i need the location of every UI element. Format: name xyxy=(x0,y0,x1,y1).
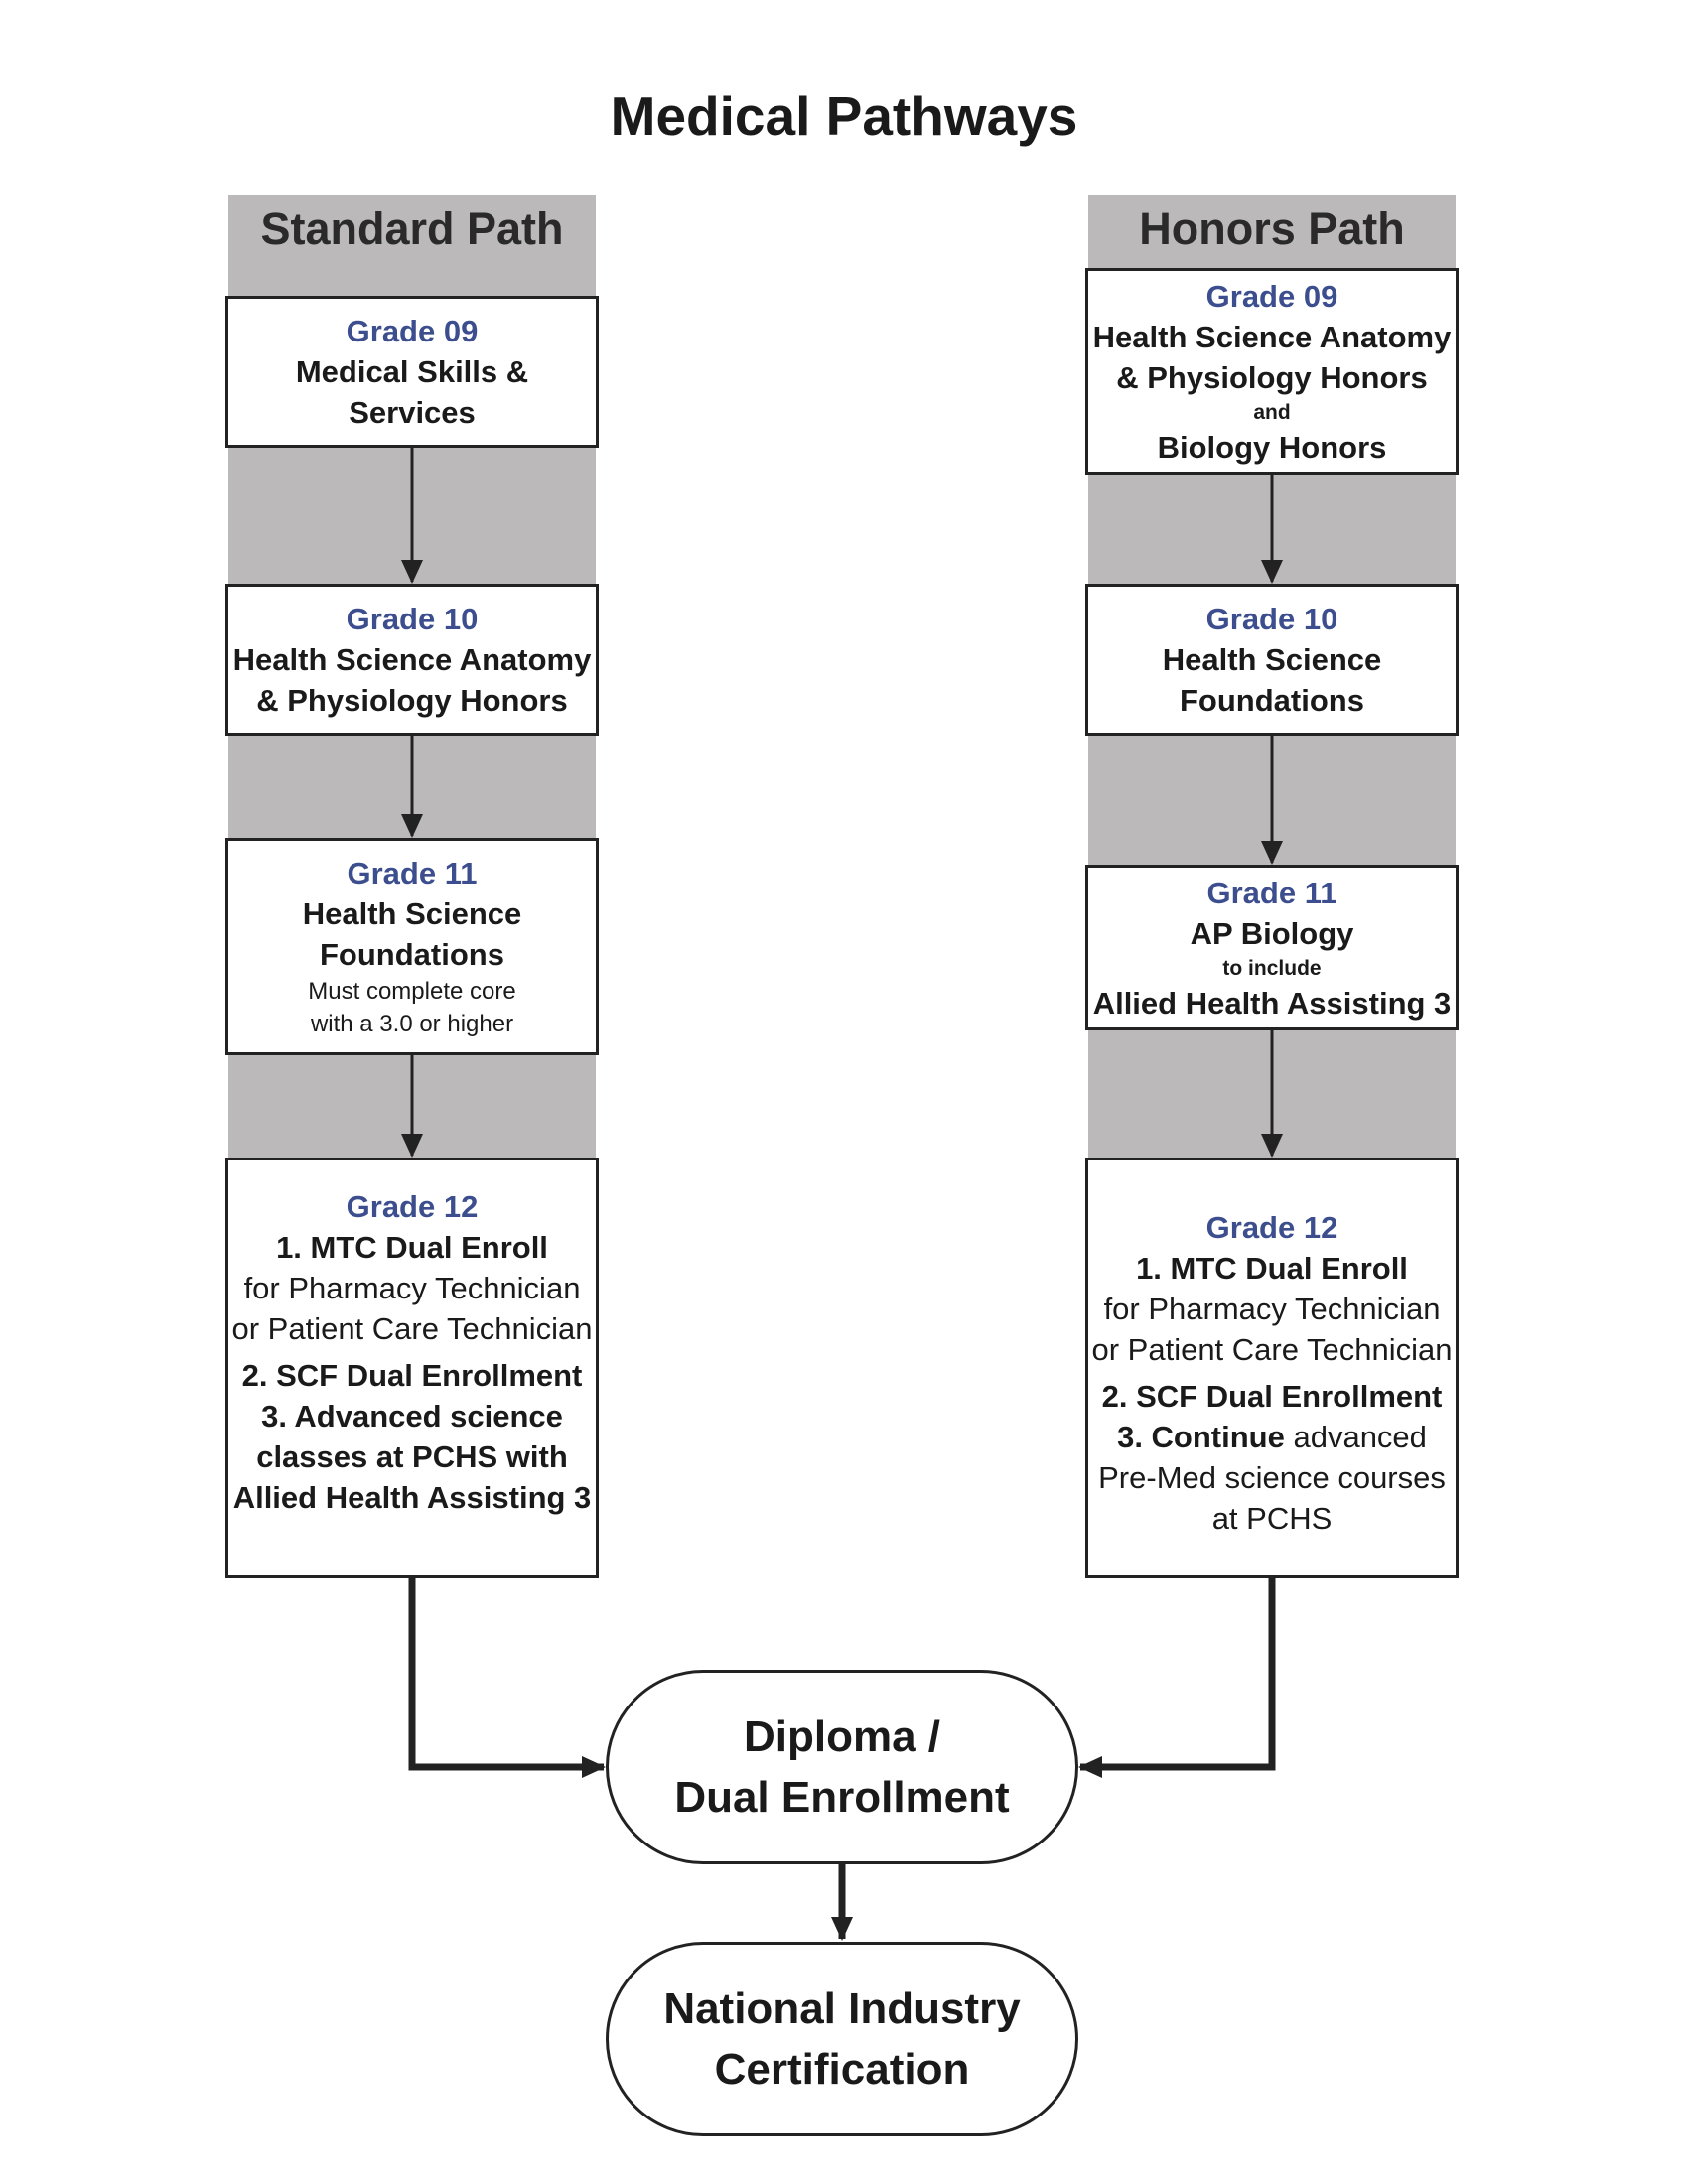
diploma-label: Dual Enrollment xyxy=(674,1773,1010,1822)
honors-grade-09-box: Grade 09 Health Science Anatomy & Physio… xyxy=(1085,268,1459,475)
course-name: Health Science Anatomy xyxy=(1092,319,1452,354)
course-name: Allied Health Assisting 3 xyxy=(1092,985,1452,1021)
grade-label: Grade 12 xyxy=(1205,1210,1338,1245)
course-name: & Physiology Honors xyxy=(256,683,568,718)
course-name: AP Biology xyxy=(1190,915,1354,951)
grade-label: Grade 10 xyxy=(346,602,479,636)
course-name: & Physiology Honors xyxy=(1116,359,1428,395)
course-name: Health Science xyxy=(1162,642,1382,677)
arrow-honors-to-diploma xyxy=(1078,1578,1276,1778)
standard-grade-10-box: Grade 10 Health Science Anatomy & Physio… xyxy=(225,584,599,736)
option-3: Allied Health Assisting 3 xyxy=(232,1480,592,1515)
conjunction: to include xyxy=(1222,956,1322,980)
course-name: Health Science xyxy=(302,896,522,931)
honors-grade-11-box: Grade 11 AP Biology to include Allied He… xyxy=(1085,865,1459,1030)
standard-path-header: Standard Path xyxy=(260,204,564,254)
option-1-detail: for Pharmacy Technician xyxy=(1103,1292,1441,1326)
course-name: Services xyxy=(349,395,476,430)
option-1: 1. MTC Dual Enroll xyxy=(1136,1251,1408,1286)
honors-grade-12-box: Grade 12 1. MTC Dual Enroll for Pharmacy… xyxy=(1085,1158,1459,1578)
conjunction: and xyxy=(1253,400,1291,424)
course-name: Health Science Anatomy xyxy=(232,642,592,677)
standard-grade-12-box: Grade 12 1. MTC Dual Enroll for Pharmacy… xyxy=(225,1158,599,1578)
certification-label: National Industry xyxy=(663,1984,1021,2033)
option-3-detail: Pre-Med science courses xyxy=(1098,1460,1446,1495)
option-2: 2. SCF Dual Enrollment xyxy=(241,1358,583,1393)
course-name: Medical Skills & xyxy=(295,354,529,389)
page-title: Medical Pathways xyxy=(610,85,1078,147)
arrow-standard-to-diploma xyxy=(408,1578,606,1778)
diploma-label: Diploma / xyxy=(743,1712,941,1761)
standard-grade-11-box: Grade 11 Health Science Foundations Must… xyxy=(225,838,599,1055)
national-industry-certification-node: National Industry Certification xyxy=(606,1942,1078,2136)
honors-path-header: Honors Path xyxy=(1139,204,1405,254)
grade-label: Grade 10 xyxy=(1205,602,1338,636)
grade-label: Grade 09 xyxy=(346,314,479,348)
option-1-detail: or Patient Care Technician xyxy=(231,1311,593,1346)
option-1-detail: or Patient Care Technician xyxy=(1091,1332,1453,1367)
option-1-detail: for Pharmacy Technician xyxy=(243,1271,581,1305)
option-3-rest: advanced xyxy=(1284,1420,1427,1454)
option-3-bold: 3. Continue xyxy=(1117,1420,1285,1454)
option-2: 2. SCF Dual Enrollment xyxy=(1101,1379,1443,1414)
course-name: Foundations xyxy=(320,937,504,972)
option-3: classes at PCHS with xyxy=(256,1439,568,1474)
grade-label: Grade 11 xyxy=(1206,875,1337,910)
standard-grade-09-box: Grade 09 Medical Skills & Services xyxy=(225,296,599,448)
option-3: 3. Continue advanced xyxy=(1117,1417,1427,1457)
requirement-note: Must complete core xyxy=(308,978,516,1005)
option-3-detail: at PCHS xyxy=(1211,1501,1333,1536)
course-name: Foundations xyxy=(1180,683,1364,718)
honors-grade-10-box: Grade 10 Health Science Foundations xyxy=(1085,584,1459,736)
grade-label: Grade 12 xyxy=(346,1189,479,1224)
option-1: 1. MTC Dual Enroll xyxy=(276,1230,548,1265)
option-3: 3. Advanced science xyxy=(261,1399,563,1433)
diploma-dual-enrollment-node: Diploma / Dual Enrollment xyxy=(606,1670,1078,1864)
grade-label: Grade 11 xyxy=(347,856,478,890)
requirement-note: with a 3.0 or higher xyxy=(310,1011,514,1037)
certification-label: Certification xyxy=(714,2045,970,2094)
course-name: Biology Honors xyxy=(1157,429,1387,465)
grade-label: Grade 09 xyxy=(1205,278,1338,314)
